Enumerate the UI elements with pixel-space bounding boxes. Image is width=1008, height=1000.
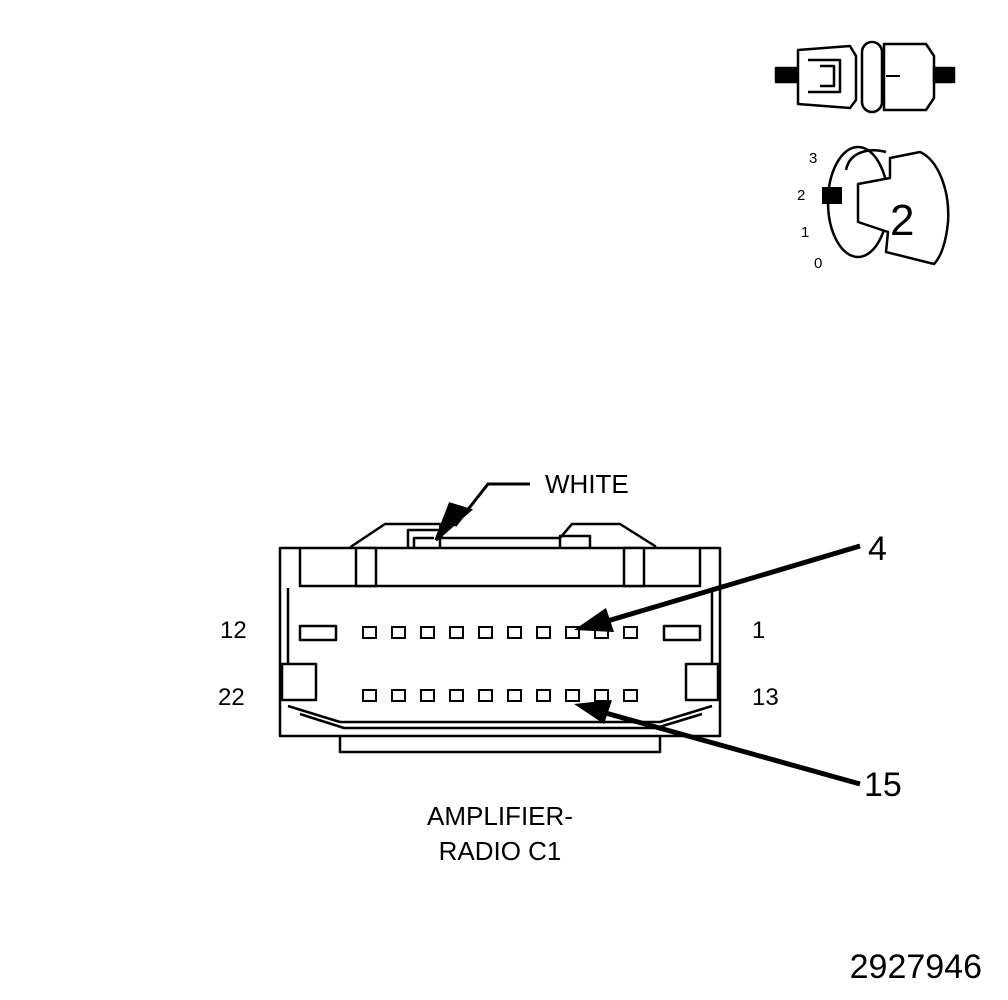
position-value: 2 xyxy=(890,196,914,245)
position-scale-2: 2 xyxy=(797,187,805,204)
terminal-cavity xyxy=(391,689,406,702)
position-scale-1: 1 xyxy=(801,224,809,241)
terminal-cavity xyxy=(362,689,377,702)
pin-callout-4: 4 xyxy=(868,530,887,568)
connector-name-line1: AMPLIFIER- xyxy=(427,801,573,831)
terminal-cavities xyxy=(362,626,638,702)
position-scale-0: 0 xyxy=(814,255,822,272)
terminal-cavity xyxy=(594,689,609,702)
terminal-cavity xyxy=(391,626,406,639)
terminal-cavity xyxy=(420,626,435,639)
connector-name-line2: RADIO C1 xyxy=(439,836,562,866)
color-callout: WHITE xyxy=(545,469,629,499)
row-label-22: 22 xyxy=(218,684,245,711)
row-label-1: 1 xyxy=(752,617,765,644)
terminal-cavity xyxy=(623,626,638,639)
terminal-cavity xyxy=(449,626,464,639)
connector-body xyxy=(278,522,722,754)
position-scale-3: 3 xyxy=(809,150,817,167)
terminal-cavity xyxy=(478,689,493,702)
terminal-cavity xyxy=(536,626,551,639)
pin-callout-15: 15 xyxy=(864,766,902,804)
pin-15-arrow xyxy=(574,700,861,787)
connector-side-view-icon xyxy=(774,40,956,114)
white-callout-leader xyxy=(434,482,530,542)
terminal-cavity xyxy=(507,626,522,639)
terminal-cavity xyxy=(623,689,638,702)
pin-4-arrow xyxy=(574,543,861,632)
terminal-cavity xyxy=(507,689,522,702)
terminal-cavity xyxy=(478,626,493,639)
terminal-cavity xyxy=(449,689,464,702)
position-marker xyxy=(822,187,842,204)
row-label-13: 13 xyxy=(752,684,779,711)
row-label-12: 12 xyxy=(220,617,247,644)
terminal-cavity xyxy=(565,689,580,702)
terminal-cavity xyxy=(362,626,377,639)
terminal-cavity xyxy=(536,689,551,702)
position-indicator-icon xyxy=(822,145,950,266)
terminal-cavity xyxy=(420,689,435,702)
terminal-cavity xyxy=(565,626,580,639)
figure-id: 2927946 xyxy=(850,948,982,986)
